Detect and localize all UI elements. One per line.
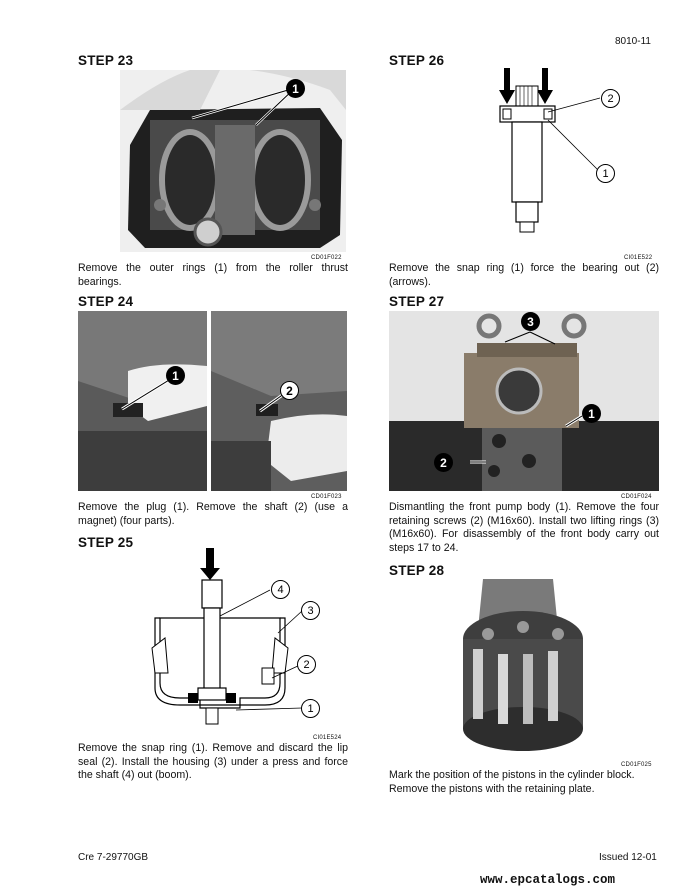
step-26-callout-1: 1	[596, 164, 615, 183]
step-28-photo	[443, 579, 593, 759]
step-24-figure-code: CD01F023	[311, 494, 342, 500]
step-25-callout-2: 2	[297, 655, 316, 674]
step-25-figure-code: CI01E524	[313, 735, 342, 741]
step-27-title: STEP 27	[389, 294, 445, 309]
step-26-callout-2: 2	[601, 89, 620, 108]
step-25-callout-3: 3	[301, 601, 320, 620]
step-23-text: Remove the outer rings (1) from the roll…	[78, 262, 348, 288]
step-26-diagram	[499, 68, 601, 233]
step-25-callout-1: 1	[301, 699, 320, 718]
step-28-title: STEP 28	[389, 563, 445, 578]
step-24-photo-right	[211, 311, 347, 491]
step-25-title: STEP 25	[78, 535, 134, 550]
footer-document-code: Cre 7-29770GB	[78, 852, 149, 863]
step-27-text: Dismantling the front pump body (1). Rem…	[389, 501, 659, 554]
step-27-figure-code: CD01F024	[621, 494, 652, 500]
step-24-text: Remove the plug (1). Remove the shaft (2…	[78, 501, 348, 527]
step-26-text: Remove the snap ring (1) force the beari…	[389, 262, 659, 288]
step-24-callout-2: 2	[280, 381, 299, 400]
step-25-diagram	[151, 548, 303, 725]
step-24-leaders	[121, 375, 289, 413]
watermark-url: www.epcatalogs.com	[480, 873, 616, 887]
step-23-callout-1: 1	[286, 79, 305, 98]
step-25-callout-4: 4	[271, 580, 290, 599]
step-26-title: STEP 26	[389, 53, 445, 68]
footer-issued-date: Issued 12-01	[599, 852, 657, 863]
step-27-photo	[389, 311, 659, 491]
step-27-callout-3: 3	[521, 312, 540, 331]
page-number: 8010-11	[615, 36, 651, 47]
step-23-figure-code: CD01F022	[311, 255, 342, 261]
step-23-photo	[120, 70, 346, 252]
step-23-title: STEP 23	[78, 53, 134, 68]
step-28-figure-code: CD01F025	[621, 762, 652, 768]
step-24-callout-1: 1	[166, 366, 185, 385]
step-24-title: STEP 24	[78, 294, 134, 309]
step-26-figure-code: CI01E522	[624, 255, 653, 261]
step-27-callout-2: 2	[434, 453, 453, 472]
step-27-leaders	[470, 331, 583, 464]
step-27-callout-1: 1	[582, 404, 601, 423]
step-28-text: Mark the position of the pistons in the …	[389, 769, 635, 795]
step-25-text: Remove the snap ring (1). Remove and dis…	[78, 742, 348, 782]
